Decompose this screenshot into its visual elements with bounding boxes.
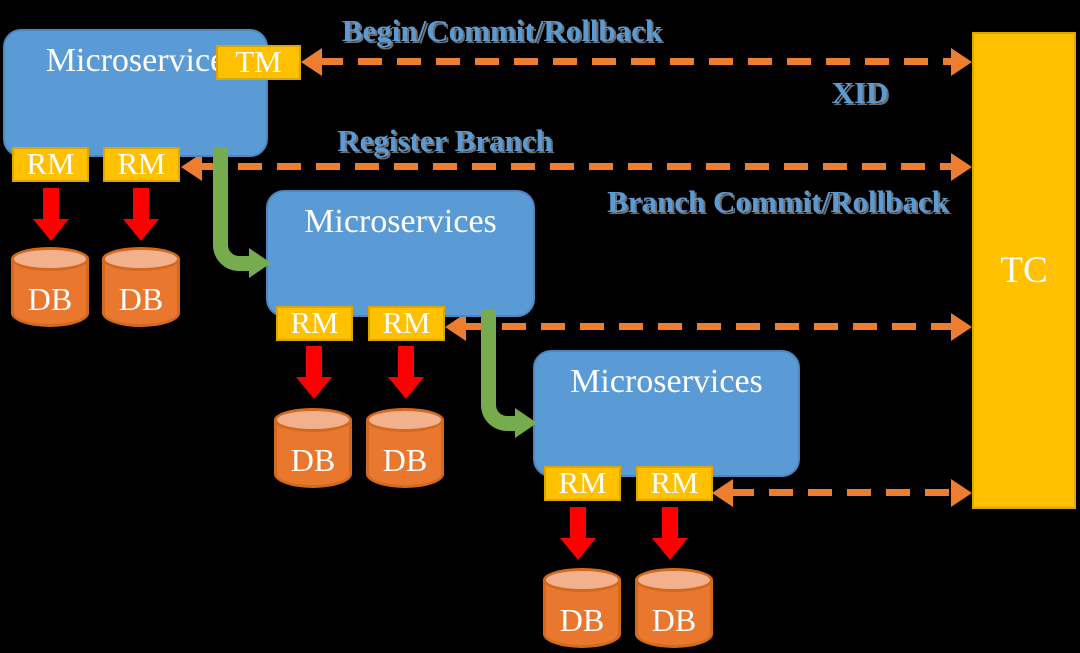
dashed-line: [463, 323, 954, 330]
dashed-line: [319, 58, 954, 65]
arrowhead-right-icon: [951, 153, 972, 181]
dashed-arrow-branch-report-2: [445, 313, 972, 341]
rm-badge-service1-1: RM: [12, 147, 89, 182]
rm-badge-service3-2: RM: [636, 466, 713, 501]
microservice-3-title: Microservices: [570, 363, 763, 400]
db-top-ellipse: [366, 408, 444, 432]
arrowhead-right-icon: [951, 313, 972, 341]
db-label: DB: [118, 281, 164, 317]
dashed-arrow-begin-commit-rollback: [301, 48, 972, 76]
db-cylinder-service3-2: DB: [635, 568, 713, 648]
arrowhead-left-icon: [301, 48, 322, 76]
microservice-2-title: Microservices: [304, 203, 497, 240]
arrowhead-right-icon: [951, 479, 972, 507]
db-label: DB: [382, 442, 428, 478]
green-flow-arrow-2: [481, 310, 537, 438]
dashed-arrow-branch-report-3: [712, 479, 972, 507]
green-flow-arrow-1: [213, 147, 271, 278]
label-register-branch: Register Branch: [337, 123, 553, 158]
db-body: [102, 258, 180, 327]
tc-label: TC: [1000, 250, 1048, 291]
arrowhead-right-icon: [951, 48, 972, 76]
db-cylinder-service2-2: DB: [366, 408, 444, 488]
tc-box: TC: [972, 32, 1076, 509]
label-branch-commit-rollback: Branch Commit/Rollback: [607, 184, 949, 219]
dashed-line: [730, 489, 954, 496]
arrowhead-left-icon: [181, 153, 202, 181]
microservice-2-box: Microservices: [266, 190, 535, 317]
label-begin-commit-rollback: Begin/Commit/Rollback: [341, 13, 663, 48]
db-top-ellipse: [274, 408, 352, 432]
rm-badge-service2-1: RM: [276, 306, 353, 341]
arrowhead-right-icon: [249, 248, 271, 278]
db-cylinder-service3-1: DB: [543, 568, 621, 648]
label-xid: XID: [831, 75, 889, 110]
db-cylinder-service2-1: DB: [274, 408, 352, 488]
arrowhead-left-icon: [712, 479, 733, 507]
red-arrow-icon: [123, 188, 159, 241]
db-label: DB: [290, 442, 336, 478]
db-top-ellipse: [11, 247, 89, 271]
elbow-line: [213, 147, 251, 271]
db-label: DB: [651, 602, 697, 638]
dashed-arrow-register-branch: [181, 153, 972, 181]
tm-badge: TM: [216, 45, 301, 80]
rm-badge-service1-2: RM: [103, 147, 180, 182]
db-top-ellipse: [635, 568, 713, 592]
red-arrow-icon: [652, 507, 688, 560]
db-cylinder-service1-1: DB: [11, 247, 89, 327]
arrowhead-right-icon: [515, 408, 537, 438]
db-label: DB: [559, 602, 605, 638]
db-body: [635, 579, 713, 648]
db-cylinder-service1-2: DB: [102, 247, 180, 327]
rm-badge-service3-1: RM: [544, 466, 621, 501]
dashed-line: [199, 163, 954, 170]
db-top-ellipse: [543, 568, 621, 592]
microservice-1-title: Microservice: [45, 42, 226, 79]
rm-badge-service2-2: RM: [368, 306, 445, 341]
red-arrow-icon: [33, 188, 69, 241]
red-arrow-icon: [560, 507, 596, 560]
red-arrow-icon: [388, 346, 424, 399]
elbow-line: [481, 310, 517, 431]
red-arrow-icon: [296, 346, 332, 399]
microservice-3-box: Microservices: [533, 350, 800, 477]
db-label: DB: [27, 281, 73, 317]
db-top-ellipse: [102, 247, 180, 271]
arrowhead-left-icon: [445, 313, 466, 341]
